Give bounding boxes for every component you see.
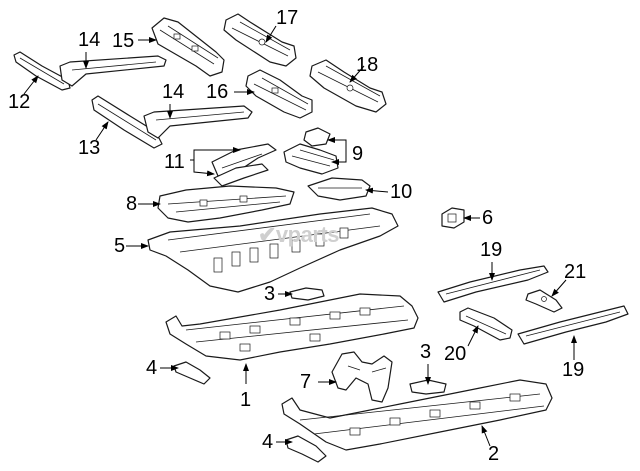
part-13-rail: [91, 95, 163, 149]
callout-21: 21: [564, 261, 587, 283]
callout-8: 8: [126, 193, 138, 215]
callout-16: 16: [206, 81, 229, 103]
callout-6: 6: [482, 207, 494, 229]
part-4-lower-bracket: [285, 435, 327, 463]
callout-19-lower: 19: [562, 359, 585, 381]
leader-12: [23, 75, 39, 95]
callout-12: 12: [8, 91, 31, 113]
part-8-cross-member: [157, 185, 295, 223]
leader-21: [551, 279, 567, 297]
part-14-lower-rail: [143, 105, 253, 139]
part-1-center-floor-pan: [165, 293, 419, 361]
part-10-bracket: [307, 177, 371, 201]
callout-9: 9: [352, 143, 364, 165]
callout-2: 2: [488, 443, 500, 465]
leader-10: [365, 187, 389, 194]
callout-13: 13: [78, 137, 101, 159]
leader-17: [265, 25, 277, 43]
callout-14-lower: 14: [162, 81, 185, 103]
leader-lines: [23, 25, 577, 447]
callout-7: 7: [300, 371, 312, 393]
leader-18: [349, 65, 365, 83]
part-9-bracket-set: [283, 127, 339, 175]
part-21-bracket: [525, 289, 563, 313]
callout-14-upper: 14: [78, 29, 101, 51]
part-7-tunnel-bracket: [331, 351, 393, 403]
callout-3-lower: 3: [420, 341, 432, 363]
callout-3-upper: 3: [264, 283, 276, 305]
part-15-bracket: [151, 17, 225, 77]
watermark-logo: ✔vparts: [258, 222, 339, 247]
part-19-lower-rail: [517, 305, 629, 345]
callout-15: 15: [112, 30, 135, 52]
part-2-front-floor-pan: [281, 379, 553, 451]
leader-11: [190, 147, 241, 161]
part-14-upper-rail: [59, 55, 167, 87]
callout-11: 11: [164, 151, 185, 173]
leader-9b: [331, 152, 347, 165]
part-20-bracket: [459, 307, 513, 341]
callout-4-lower: 4: [262, 431, 274, 453]
part-16-bracket: [245, 69, 313, 119]
leader-9: [327, 137, 347, 152]
leader-11b: [193, 160, 215, 177]
part-18-bracket: [309, 59, 387, 113]
part-6-cap: [441, 207, 465, 229]
callout-17: 17: [276, 7, 299, 29]
part-5-rear-floor-pan: [147, 207, 399, 293]
callout-4-upper: 4: [146, 357, 158, 379]
part-4-upper-bracket: [173, 361, 211, 385]
leader-20: [467, 325, 479, 347]
callout-1: 1: [240, 389, 252, 411]
callout-5: 5: [114, 235, 126, 257]
part-3-upper-bracket: [289, 287, 325, 301]
callout-20: 20: [444, 343, 467, 365]
leader-2: [481, 425, 491, 447]
part-19-upper-rail: [437, 265, 549, 303]
part-11-cross-member: [211, 143, 277, 187]
callout-18: 18: [356, 54, 379, 76]
part-12-rail: [13, 51, 71, 91]
callout-10: 10: [390, 181, 413, 203]
part-17-bracket: [223, 13, 297, 67]
callout-19-upper: 19: [480, 239, 503, 261]
leader-13: [95, 121, 109, 141]
